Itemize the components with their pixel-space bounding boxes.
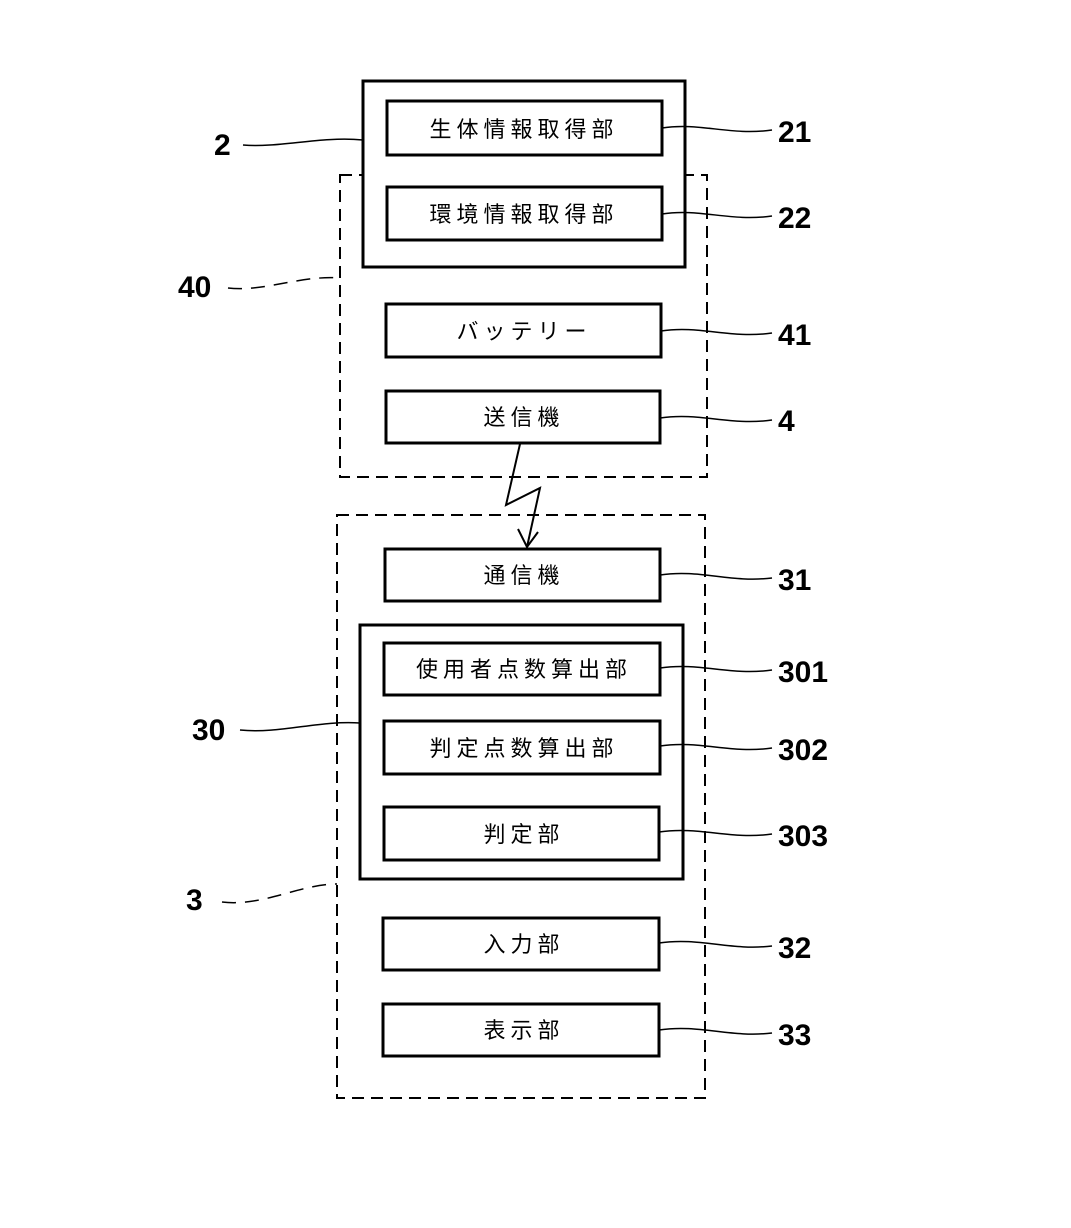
input-box: 入力部 xyxy=(383,918,659,970)
transmitter-label: 送信機 xyxy=(483,406,564,431)
display-box: 表示部 xyxy=(383,1004,659,1056)
bio-info-acquisition-label: 生体情報取得部 xyxy=(429,118,618,143)
wireless-link-arrow xyxy=(506,444,540,547)
ref-21: 21 xyxy=(778,116,811,149)
ref-303: 303 xyxy=(778,820,828,853)
ref-30: 30 xyxy=(192,714,225,747)
input-label: 入力部 xyxy=(483,933,564,958)
ref-31: 31 xyxy=(778,564,811,597)
ref-2: 2 xyxy=(214,129,231,162)
leader-line-40 xyxy=(228,278,340,289)
leader-line-41 xyxy=(661,329,772,334)
leader-line-2 xyxy=(243,139,363,145)
user-score-calc-label: 使用者点数算出部 xyxy=(416,658,632,683)
judge-label: 判定部 xyxy=(483,823,564,848)
judge-score-calc-box: 判定点数算出部 xyxy=(384,721,660,774)
ref-41: 41 xyxy=(778,319,811,352)
ref-33: 33 xyxy=(778,1019,811,1052)
leader-line-31 xyxy=(660,573,772,579)
env-info-acquisition-box: 環境情報取得部 xyxy=(387,187,662,240)
display-label: 表示部 xyxy=(483,1019,564,1044)
ref-3: 3 xyxy=(186,884,203,917)
ref-40: 40 xyxy=(178,271,211,304)
ref-302: 302 xyxy=(778,734,828,767)
env-info-acquisition-label: 環境情報取得部 xyxy=(429,203,618,228)
bio-info-acquisition-box: 生体情報取得部 xyxy=(387,101,662,155)
judge-box: 判定部 xyxy=(384,807,659,860)
leader-line-4 xyxy=(660,416,772,421)
battery-box: バッテリー xyxy=(386,304,661,357)
leader-line-3 xyxy=(222,884,337,903)
ref-32: 32 xyxy=(778,932,811,965)
transmitter-box: 送信機 xyxy=(386,391,660,443)
judge-score-calc-label: 判定点数算出部 xyxy=(429,737,618,762)
ref-22: 22 xyxy=(778,202,811,235)
leader-line-30 xyxy=(240,723,360,731)
battery-label: バッテリー xyxy=(456,320,591,345)
leader-line-32 xyxy=(659,941,772,947)
ref-4: 4 xyxy=(778,405,795,438)
user-score-calc-box: 使用者点数算出部 xyxy=(384,643,660,695)
communicator-label: 通信機 xyxy=(483,564,564,589)
leader-line-33 xyxy=(659,1028,772,1034)
communicator-box: 通信機 xyxy=(385,549,660,601)
ref-301: 301 xyxy=(778,656,828,689)
